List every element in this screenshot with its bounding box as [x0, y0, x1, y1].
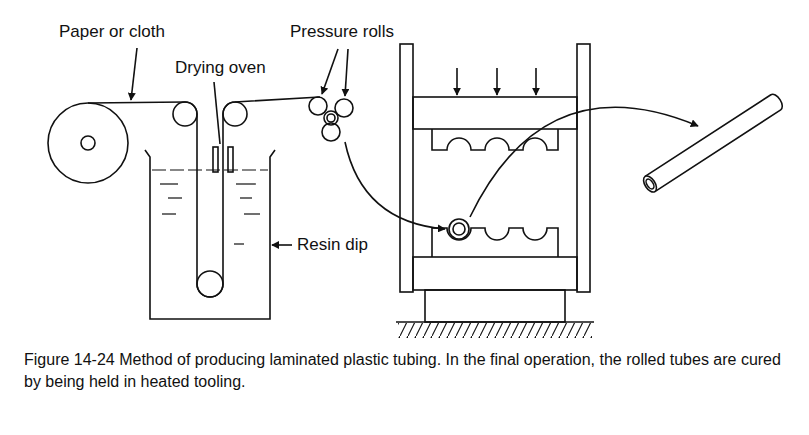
upper-die [432, 129, 558, 150]
leader-line [272, 244, 292, 246]
resin-tank [145, 150, 275, 319]
oven-plate [213, 147, 218, 172]
upper-platen [413, 97, 577, 129]
pressure-roll [309, 97, 327, 115]
figure-caption: Figure 14-24 Method of producing laminat… [24, 349, 799, 393]
paper-web [88, 97, 320, 297]
supply-roll [48, 103, 128, 183]
ground-line [396, 321, 594, 323]
part-label: Drying oven [175, 58, 266, 78]
rolled-tube [449, 219, 469, 239]
roll-core [81, 136, 95, 150]
press-column [400, 44, 413, 292]
mandrel [327, 114, 335, 122]
part-label: Pressure rolls [290, 22, 394, 42]
dip-roller [197, 271, 223, 297]
ground-hatch [398, 323, 592, 338]
pressure-arrow [456, 68, 458, 95]
leader-line [345, 49, 348, 96]
part-label: Resin dip [297, 235, 368, 255]
part-label: Paper or cloth [59, 22, 165, 42]
output-arrow [470, 107, 698, 217]
press-column [577, 44, 590, 292]
guide-roller [223, 102, 247, 126]
leader-line [131, 48, 137, 100]
pressure-arrow [496, 68, 498, 95]
pressure-arrow [535, 68, 537, 95]
transfer-arrow [345, 142, 445, 229]
guide-roller [173, 102, 197, 126]
finished-tube [641, 92, 785, 194]
lower-platen [413, 257, 577, 290]
leader-line [214, 82, 220, 144]
rolled-tube-bore [453, 223, 465, 235]
leader-line [322, 49, 338, 94]
resin-surface [152, 170, 268, 244]
lower-die [432, 228, 558, 257]
mandrel-tube [324, 111, 338, 125]
oven-plate [228, 147, 233, 172]
press-base [425, 290, 565, 322]
